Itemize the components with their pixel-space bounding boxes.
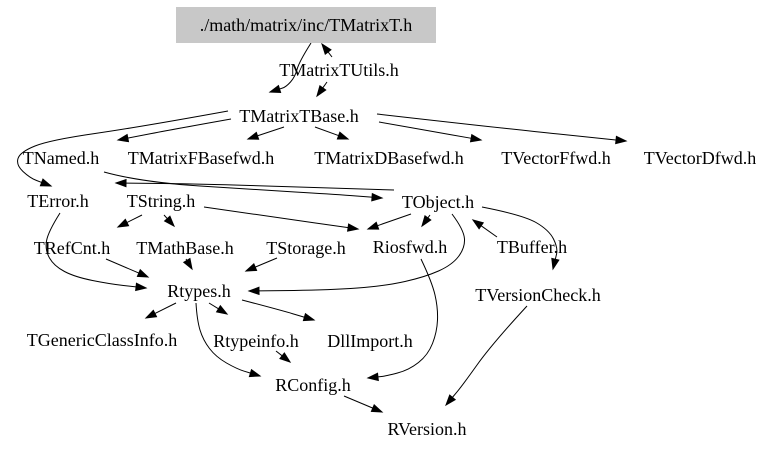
node-tobject[interactable]: TObject.h (402, 192, 474, 212)
arrowhead-rtypes-tgenericclassinfo (144, 309, 158, 319)
edge-tversioncheck-rversion (451, 305, 528, 399)
edge-riosfwd-rconfig (376, 258, 439, 378)
edge-terror-rtypes (45, 212, 138, 288)
node-box-tmatrixt (176, 7, 436, 43)
edge-tmatrixt-tmatrixtbase (278, 42, 312, 90)
edge-tobject-tstring (124, 182, 395, 191)
arrowhead-tobject-riosfwd (421, 214, 432, 228)
arrowhead-tstorage-rtypes (244, 262, 258, 272)
arrowhead-tmatrixt-tmatrixtbase (268, 84, 282, 93)
edge-tmatrixtbase-tvectorffwd (378, 121, 473, 139)
node-tversioncheck[interactable]: TVersionCheck.h (475, 285, 600, 305)
arrowhead-riosfwd-rconfig (366, 372, 379, 382)
edge-tbuffer-tobject (480, 224, 498, 238)
edges-layer (17, 42, 628, 413)
arrowhead-rtypes-rconfig (248, 368, 262, 378)
node-tstring[interactable]: TString.h (127, 191, 196, 211)
edge-rtypes-rtypeinfo (208, 302, 220, 310)
node-tmatrixt: ./math/matrix/inc/TMatrixT.h (200, 15, 413, 35)
edge-tobject-tstorage (376, 213, 412, 227)
arrowhead-tmatrixtbase-tnamed (116, 133, 130, 143)
arrowhead-tmatrixtbase-terror (39, 178, 53, 187)
node-tmatrixtutils[interactable]: TMatrixTUtils.h (279, 60, 399, 80)
arrowhead-tbuffer-tobject (471, 219, 485, 230)
node-dllimport[interactable]: DllImport.h (327, 331, 413, 351)
edge-tstorage-rtypes (254, 257, 278, 268)
edge-rtypes-tgenericclassinfo (153, 302, 177, 315)
arrowhead-tstring-tstorage (347, 223, 360, 232)
arrowhead-rtypes-dllimport (302, 312, 316, 322)
arrowhead-tmatrixtbase-tmatrixfbasefwd (246, 131, 260, 140)
arrowhead-tobject-tversioncheck (551, 257, 560, 271)
node-terror[interactable]: TError.h (27, 191, 88, 211)
node-rtypes[interactable]: Rtypes.h (167, 281, 231, 301)
edge-tobject-rtypes (257, 213, 466, 292)
edge-tmatrixtbase-tmatrixdbasefwd (314, 126, 340, 137)
arrowhead-rtypes-rtypeinfo (215, 304, 229, 315)
node-tmatrixfbasefwd[interactable]: TMatrixFBasefwd.h (128, 148, 274, 168)
arrowhead-terror-rtypes (135, 282, 148, 292)
edge-tmatrixtbase-tnamed (126, 118, 232, 139)
node-tvectordfwd[interactable]: TVectorDfwd.h (644, 148, 756, 168)
edge-rconfig-rversion (343, 395, 374, 409)
arrowhead-tmatrixtbase-tmatrixdbasefwd (336, 131, 350, 140)
node-tbuffer[interactable]: TBuffer.h (497, 237, 567, 257)
edge-tmatrixtbase-terror (17, 110, 229, 184)
node-riosfwd[interactable]: Riosfwd.h (373, 237, 448, 257)
arrowhead-rtypeinfo-rconfig (279, 352, 292, 363)
node-rconfig[interactable]: RConfig.h (275, 375, 351, 395)
arrowhead-tmatrixtbase-tvectorffwd (469, 133, 483, 143)
arrowhead-tmatrixtutils-tmatrixt (321, 42, 332, 55)
edge-trefcnt-rtypes (105, 258, 140, 274)
arrowhead-trefcnt-rtypes (136, 268, 150, 278)
arrowhead-tobject-rtypes (247, 286, 260, 296)
edge-tstring-trefcnt (125, 214, 143, 224)
node-rversion[interactable]: RVersion.h (387, 419, 466, 439)
arrowhead-tstring-trefcnt (116, 218, 130, 228)
node-trefcnt[interactable]: TRefCnt.h (34, 238, 111, 258)
arrowhead-tobject-tstring (114, 178, 127, 188)
arrowhead-tmathbase-rtypes (182, 257, 193, 271)
arrowhead-tobject-tstorage (366, 221, 380, 230)
edge-rtypes-rconfig (195, 302, 252, 374)
node-tstorage[interactable]: TStorage.h (266, 238, 345, 258)
edge-tstring-tstorage (203, 206, 350, 229)
edge-tnamed-tobject (103, 171, 374, 198)
node-tgenericclassinfo[interactable]: TGenericClassInfo.h (27, 330, 177, 350)
node-tmathbase[interactable]: TMathBase.h (136, 238, 233, 258)
arrowhead-tnamed-tobject (371, 192, 384, 202)
edge-tmatrixtbase-tmatrixfbasefwd (256, 126, 285, 137)
arrowhead-tversioncheck-rversion (445, 394, 457, 407)
edge-rtypes-dllimport (241, 299, 306, 318)
edge-tmatrixtbase-tvectordfwd (376, 113, 618, 141)
arrowhead-tmatrixtutils-tmatrixtbase (316, 84, 327, 98)
arrowhead-rconfig-rversion (370, 403, 384, 413)
node-rtypeinfo[interactable]: Rtypeinfo.h (213, 331, 299, 351)
node-tmatrixdbasefwd[interactable]: TMatrixDBasefwd.h (314, 148, 463, 168)
arrowhead-tmatrixtbase-tvectordfwd (615, 135, 628, 145)
node-tvectorffwd[interactable]: TVectorFfwd.h (501, 148, 610, 168)
nodes-layer: ./math/matrix/inc/TMatrixT.hTMatrixTUtil… (23, 7, 756, 439)
arrowhead-tstring-tmathbase (163, 215, 175, 228)
node-tnamed[interactable]: TNamed.h (23, 148, 99, 168)
edge-tobject-tversioncheck (481, 206, 558, 261)
node-tmatrixtbase[interactable]: TMatrixTBase.h (239, 106, 358, 126)
